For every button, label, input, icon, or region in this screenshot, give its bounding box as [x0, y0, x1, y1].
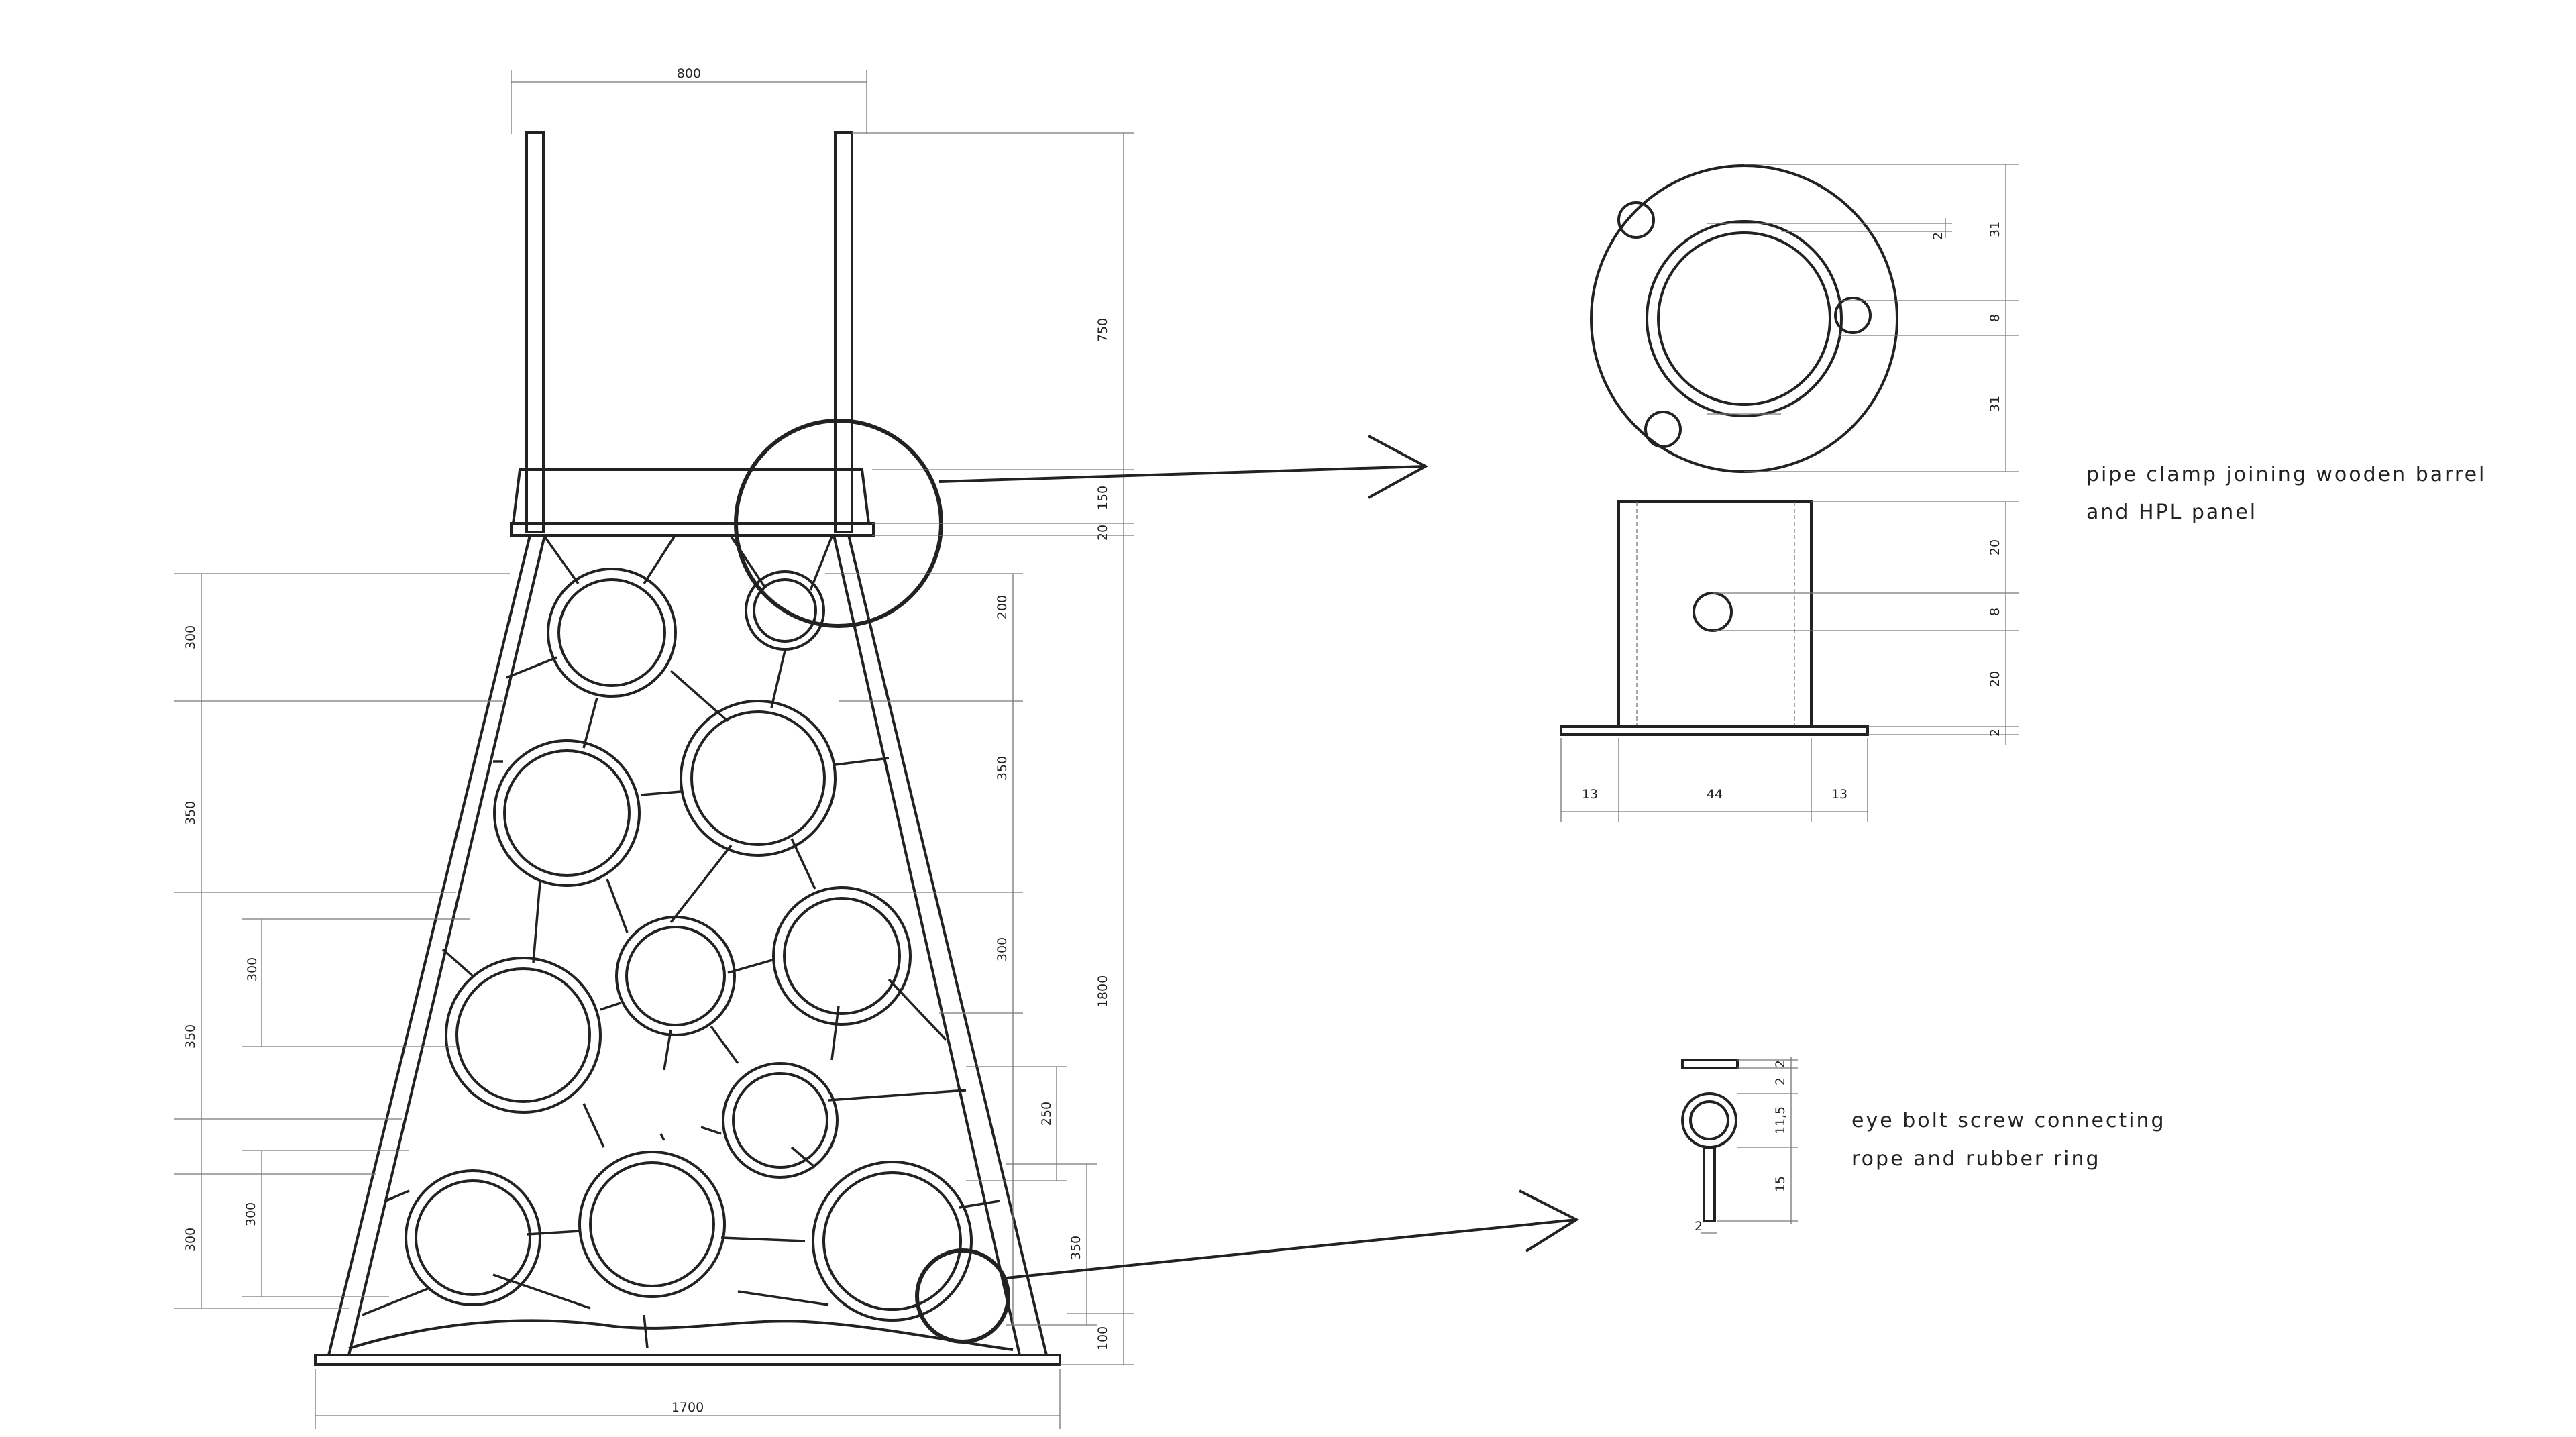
dim-inner-left-1: 300: [245, 957, 260, 981]
base-beam: [314, 1354, 1061, 1366]
platform-plate: [510, 522, 875, 537]
dim-bottom-width: 1700: [672, 1400, 704, 1415]
dim-inner-left-2: 300: [244, 1202, 258, 1226]
dim-width-center: 44: [1707, 787, 1723, 802]
dim-bolt-shank: 15: [1773, 1176, 1788, 1192]
pipe-clamp-top-view: [1590, 164, 1898, 473]
callout-arrows: [938, 435, 1580, 1279]
dim-right-4: 250: [1039, 1102, 1054, 1126]
rope-bottom-curve: [348, 1319, 1014, 1351]
left-leg-inner: [347, 535, 546, 1356]
dim-left-row-2: 350: [183, 801, 198, 825]
platform-panel: [511, 468, 871, 525]
pipe-clamp-side-view: [1560, 500, 1869, 736]
dim-right-2: 350: [995, 756, 1010, 780]
eye-bolt-arrow-line: [1006, 1218, 1577, 1279]
pipe-clamp-arrow-head: [1368, 435, 1429, 499]
dim-side-upper: 20: [1988, 539, 2002, 555]
dim-bolt-thread: 2: [1695, 1219, 1703, 1234]
dim-clamp-upper: 31: [1988, 221, 2002, 237]
dim-top-width: 800: [677, 66, 701, 81]
dim-left-row-3: 350: [183, 1024, 198, 1049]
left-post: [525, 131, 545, 533]
dim-left-row-1: 300: [183, 625, 198, 649]
rope-net: [362, 535, 1000, 1349]
dim-base-height: 100: [1095, 1326, 1110, 1350]
climbing-tower-elevation: [314, 131, 1061, 1366]
eye-bolt-detail: [1681, 1059, 1739, 1222]
dim-platform-height: 150: [1095, 486, 1110, 510]
dim-clamp-middle: 8: [1988, 314, 2002, 322]
dim-platform-plate: 20: [1095, 525, 1110, 541]
eye-bolt-label-line2: rope and rubber ring: [1851, 1147, 2101, 1171]
eye-bolt-dimension-lines: [1701, 1057, 1798, 1234]
dim-bolt-washer: 2: [1773, 1060, 1788, 1068]
tower-dimension-lines: [174, 70, 1134, 1429]
dim-clamp-lower: 31: [1988, 396, 2002, 412]
pipe-clamp-arrow-line: [938, 465, 1426, 483]
pipe-clamp-dimension-lines: [1560, 164, 2019, 822]
dim-clamp-gap: 2: [1931, 232, 1945, 240]
tower-dimension-labels: 800 1700 750 150 20 1800 100 300 350 350…: [183, 66, 1110, 1415]
dim-right-3: 300: [995, 937, 1010, 961]
pipe-clamp-label-line1: pipe clamp joining wooden barrel: [2086, 463, 2486, 486]
dim-bolt-gap: 2: [1773, 1077, 1788, 1085]
dim-post-height: 750: [1095, 318, 1110, 342]
dim-right-1: 200: [995, 595, 1010, 619]
dim-right-5: 350: [1069, 1236, 1083, 1260]
pipe-clamp-label-line2: and HPL panel: [2086, 500, 2257, 524]
dim-width-right: 13: [1831, 787, 1847, 802]
dim-total-height: 1800: [1095, 975, 1110, 1008]
dim-bolt-eye: 11,5: [1773, 1106, 1788, 1134]
dim-left-row-4: 300: [183, 1228, 198, 1252]
pipe-clamp-dimension-labels: 2 31 8 31 20 8 20 2 13 44 13: [1582, 221, 2002, 802]
right-leg-inner: [833, 535, 1021, 1356]
left-leg-outer: [327, 535, 531, 1356]
dim-side-lower: 20: [1988, 671, 2002, 687]
right-post: [834, 131, 853, 533]
rubber-rings: [405, 568, 973, 1322]
eye-bolt-callout-circle: [915, 1248, 1010, 1344]
dim-side-hole: 8: [1988, 608, 2002, 616]
eye-bolt-label-line1: eye bolt screw connecting: [1851, 1109, 2166, 1132]
dim-width-left: 13: [1582, 787, 1598, 802]
right-leg-outer: [847, 535, 1048, 1356]
eye-bolt-arrow-head: [1519, 1189, 1580, 1253]
eye-bolt-dimension-labels: 2 2 11,5 15 2: [1695, 1060, 1788, 1234]
dim-side-plate: 2: [1988, 729, 2002, 737]
